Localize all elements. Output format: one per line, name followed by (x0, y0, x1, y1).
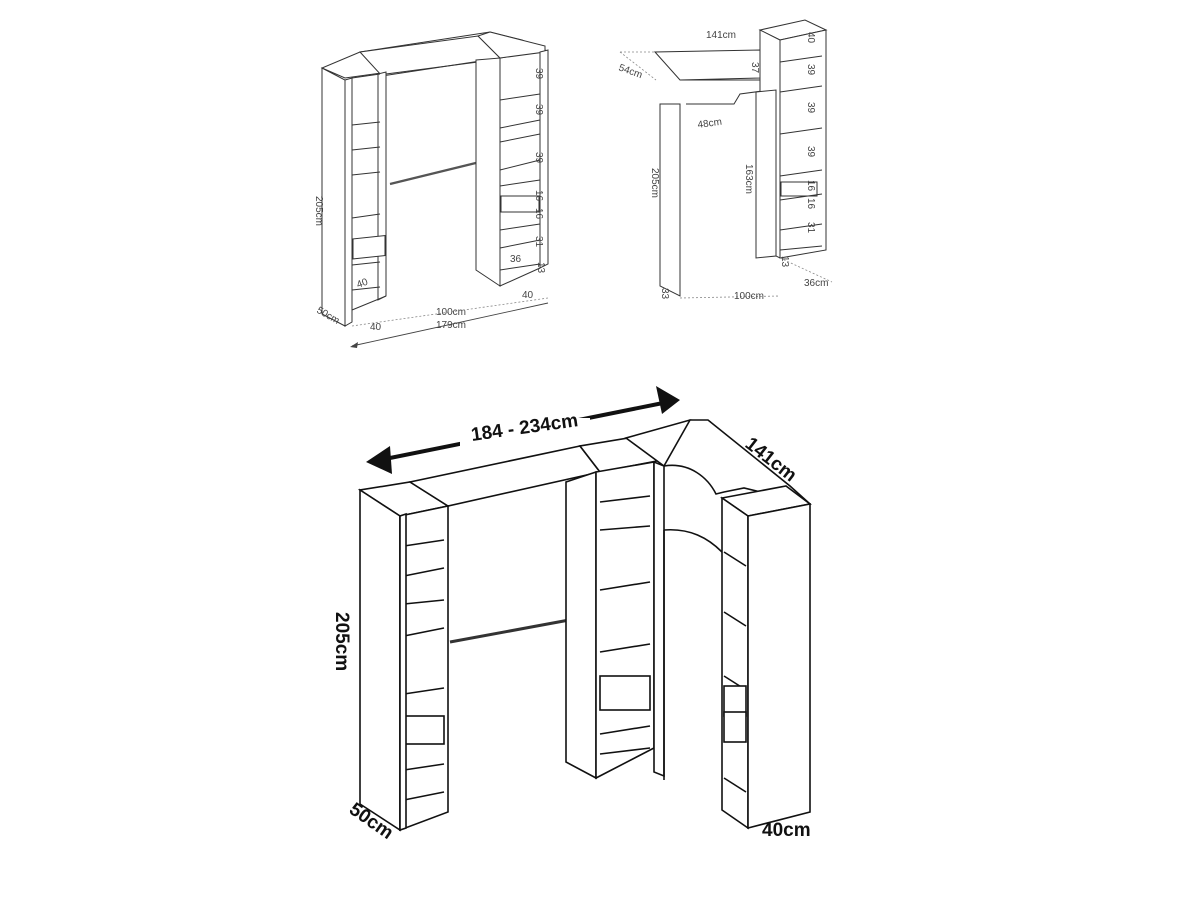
diagram-b-shelf-5: 16 (805, 198, 816, 210)
diagram-a-shelf-7: 13 (535, 262, 546, 274)
diagram-b-top-right: 40 (805, 32, 816, 44)
diagram-a-middle-width: 100cm (436, 307, 466, 318)
diagram-b-floor-width: 100cm (734, 291, 764, 302)
diagram-a-shelf-5: 16 (533, 208, 544, 220)
diagram-b-shelf-4: 16 (805, 180, 816, 192)
diagram-b-depth: 54cm (617, 62, 644, 81)
diagram-c-depth-right: 40cm (762, 820, 811, 841)
diagram-b-inner-height: 163cm (743, 164, 754, 194)
diagram-a-shelf-2: 39 (533, 104, 544, 116)
diagram-b-inner-depth: 37 (749, 62, 760, 74)
diagram-a-left-bottom: 40 (355, 277, 370, 291)
diagram-b-base: 13 (779, 256, 790, 268)
diagram-b-corner: 48cm (697, 117, 723, 131)
diagram-a-total-width: 179cm (436, 320, 466, 331)
diagram-a-left-width: 40 (370, 322, 382, 333)
diagram-b-shelf-2: 39 (805, 102, 816, 114)
diagram-b-shelf-1: 39 (805, 64, 816, 76)
diagram-c-height: 205cm (331, 612, 352, 671)
diagram-b-shelf-3: 39 (805, 146, 816, 158)
diagram-b-top-width: 141cm (706, 30, 736, 41)
diagram-a-shelf-4: 16 (533, 190, 544, 202)
diagram-a-shelf-1: 39 (533, 68, 544, 80)
diagram-c-assembled-view: 184 - 234cm (331, 386, 812, 844)
diagram-a-shelf-6: 31 (533, 236, 544, 248)
diagram-b-bottom-left: 33 (659, 288, 670, 300)
diagram-b-right-depth: 36cm (804, 278, 828, 289)
diagram-b-corner-view: 141cm 40 54cm 37 48cm 205cm 163cm 33 100… (617, 19, 833, 302)
diagram-a-bottom-shelf: 36 (510, 254, 522, 265)
diagram-a-right-width: 40 (522, 290, 534, 301)
diagram-a-shelf-3: 39 (533, 152, 544, 164)
diagram-b-shelf-6: 31 (805, 222, 816, 234)
diagram-b-total-height: 205cm (649, 168, 660, 198)
diagram-a-front-view: 205cm 50cm 40 100cm 40 179cm 39 39 39 16… (313, 31, 549, 348)
diagram-a-height: 205cm (313, 196, 324, 226)
